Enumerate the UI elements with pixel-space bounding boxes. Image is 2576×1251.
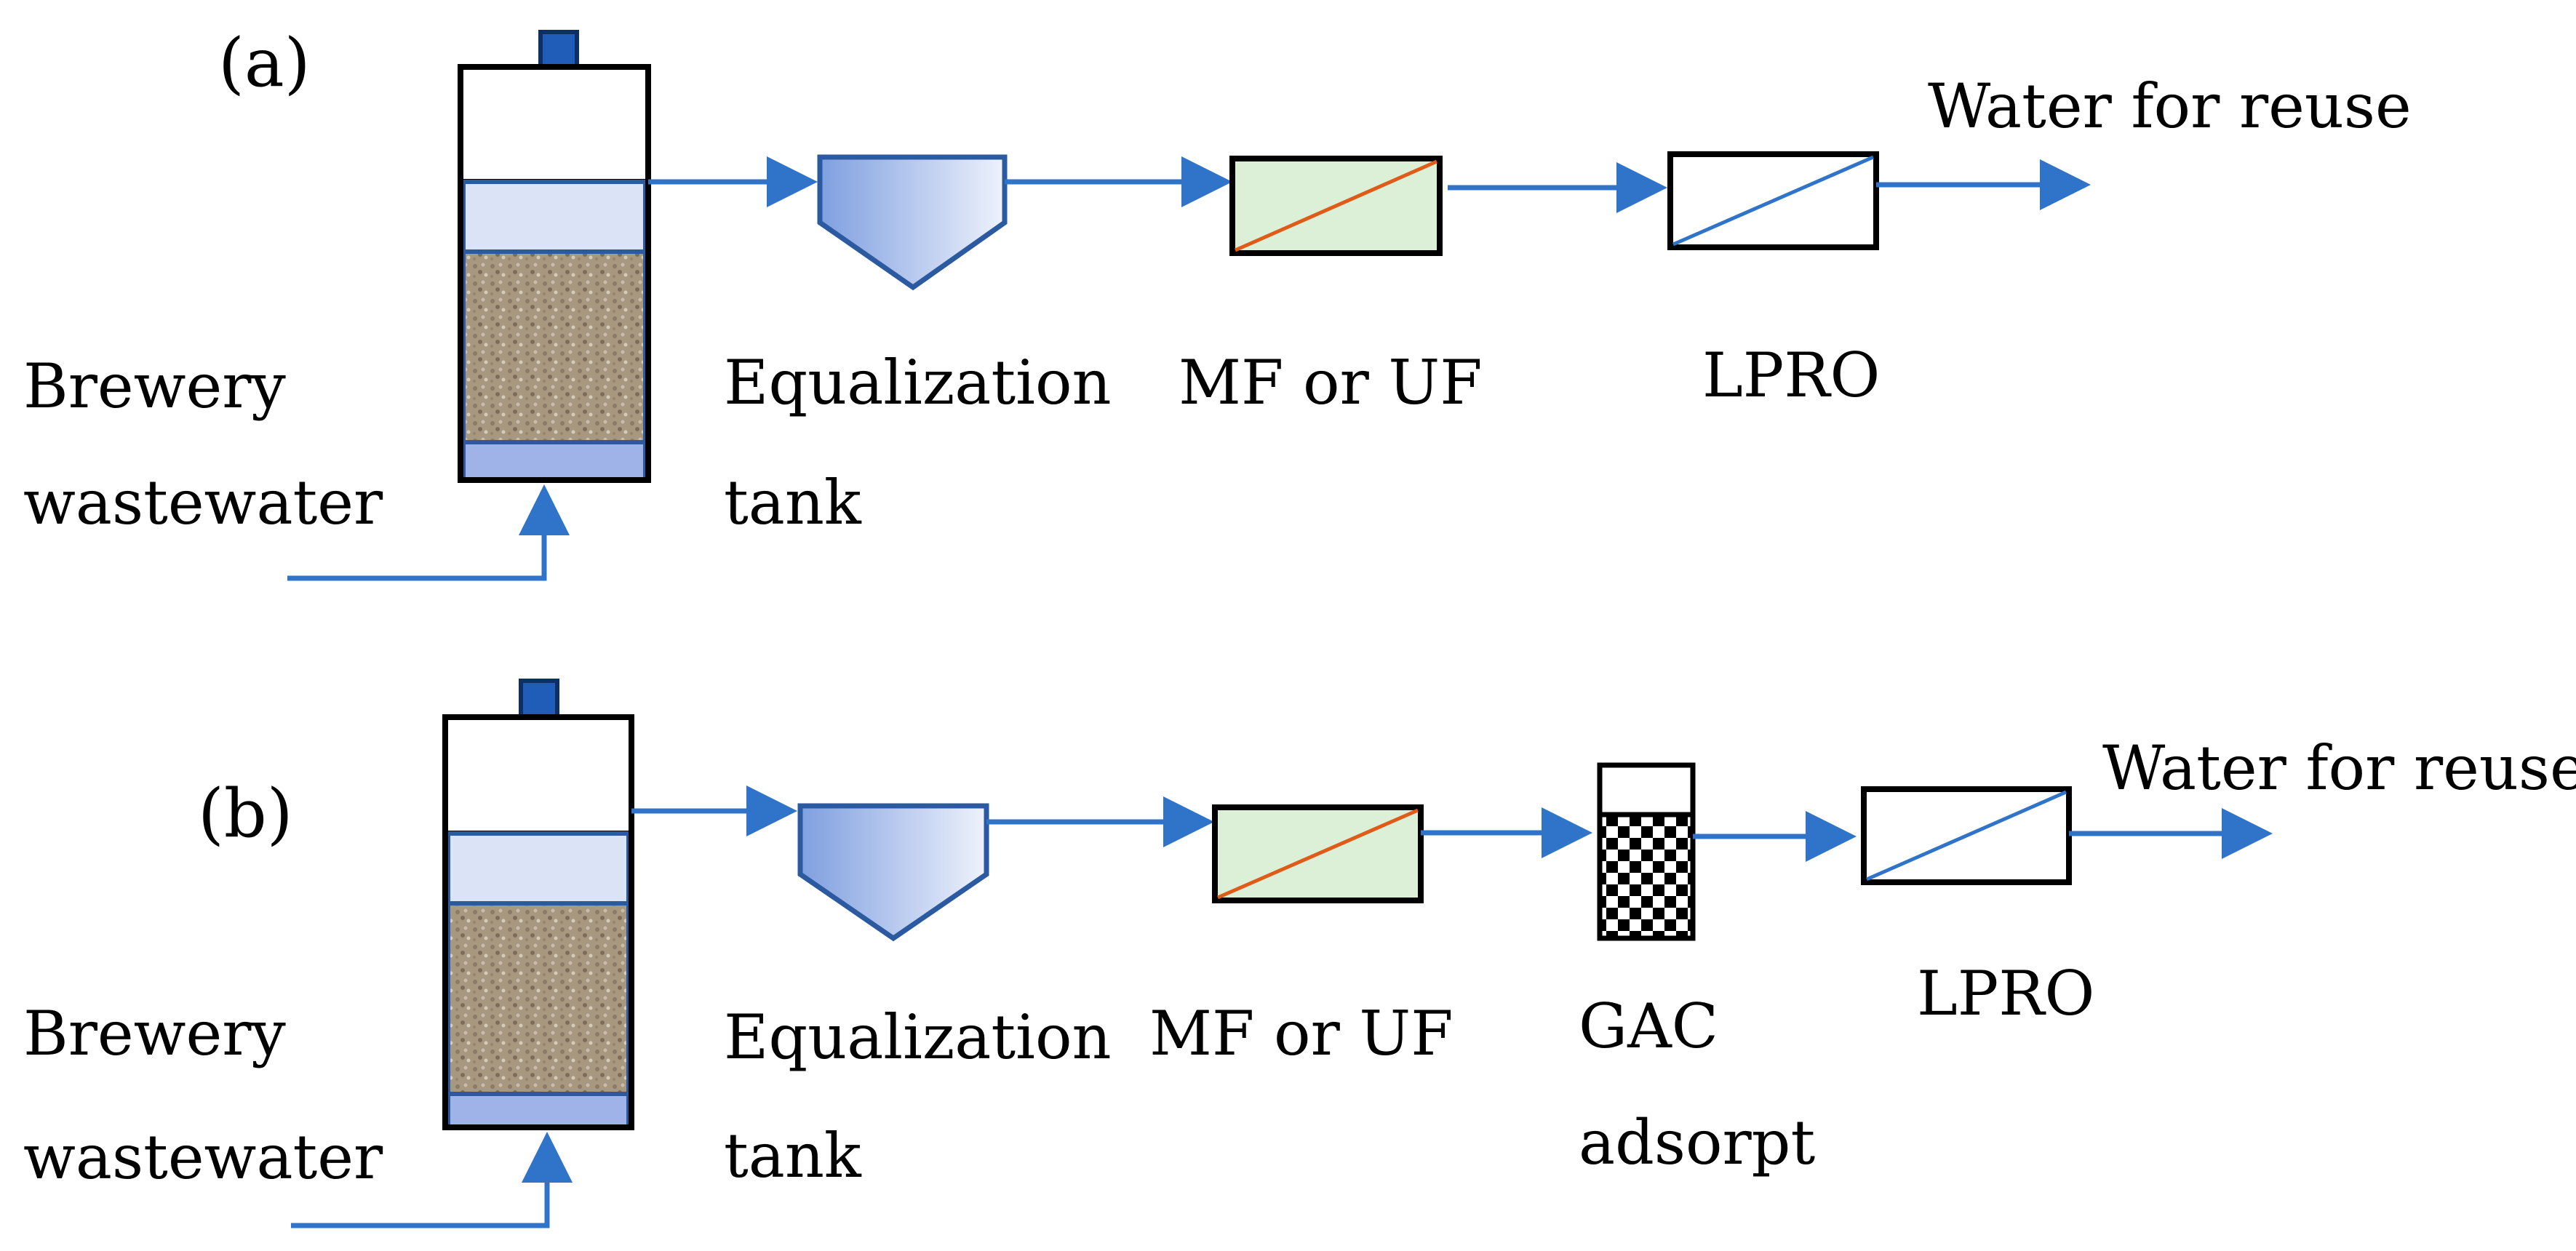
mf-uf-membrane-a: [1229, 156, 1443, 256]
equalization-label-a-line2: tank: [724, 467, 862, 538]
reactor-b-headspace: [442, 714, 634, 836]
gac-column: [1597, 762, 1696, 941]
reactor-a-sludge-bed: [461, 249, 647, 444]
output-label-b: Water for reuse: [2102, 732, 2576, 804]
reactor-a-frame: [458, 64, 651, 483]
gac-label-line1: GAC: [1579, 991, 1718, 1062]
reactor-b-bottom: [446, 1092, 631, 1130]
lpro-label-a: LPRO: [1702, 340, 1880, 411]
feed-label-a-line1: Brewery: [23, 351, 286, 422]
gac-label-line2: adsorpt: [1579, 1107, 1815, 1178]
output-label-a: Water for reuse: [1928, 71, 2412, 142]
equalization-tank-b: [797, 803, 989, 942]
equalization-label-a-line1: Equalization: [724, 347, 1112, 418]
feed-arrow-b: [291, 1132, 573, 1228]
reactor-a: [458, 30, 651, 483]
lpro-label-b: LPRO: [1917, 958, 2094, 1029]
lpro-membrane-a: [1667, 151, 1879, 250]
feed-arrow-a: [287, 484, 570, 581]
panel-b-label: (b): [198, 775, 293, 852]
reactor-a-bottom: [461, 440, 647, 482]
reactor-b-water: [446, 831, 631, 906]
equalization-label-b-line1: Equalization: [724, 1002, 1112, 1073]
mf-uf-label-a: MF or UF: [1179, 347, 1483, 418]
lpro-membrane-b: [1861, 786, 2072, 885]
mf-uf-membrane-b: [1212, 804, 1424, 903]
equalization-label-b-line2: tank: [724, 1120, 862, 1191]
feed-label-a-line2: wastewater: [23, 467, 383, 538]
reactor-b: [442, 679, 634, 1130]
panel-a: (a) Brewery wastewater Equalization tank…: [23, 24, 2412, 581]
panel-b: (b) Brewery wastewater Equalization tank…: [23, 679, 2576, 1228]
reactor-b-frame: [442, 714, 634, 1130]
panel-a-label: (a): [218, 24, 311, 102]
feed-label-b-line2: wastewater: [23, 1122, 383, 1193]
reactor-a-water: [461, 180, 647, 254]
reactor-a-headspace: [458, 64, 651, 185]
feed-label-b-line1: Brewery: [23, 998, 286, 1069]
mf-uf-label-b: MF or UF: [1149, 998, 1454, 1069]
equalization-tank-a: [817, 154, 1008, 291]
reactor-b-sludge-bed: [446, 901, 631, 1096]
